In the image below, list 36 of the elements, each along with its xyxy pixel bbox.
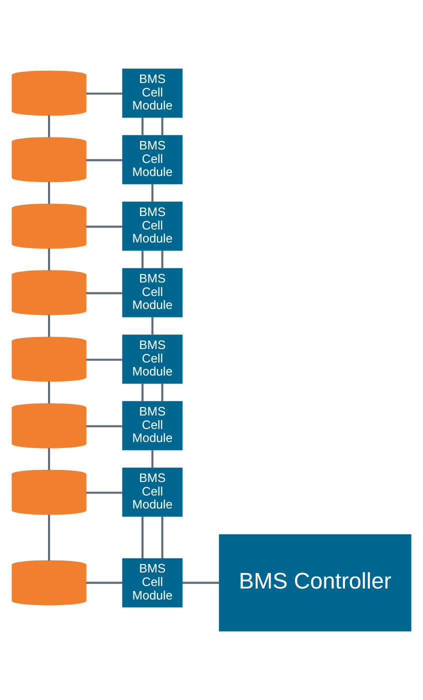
node-box: BMS Cell Module: [122, 68, 183, 118]
connector: [48, 448, 50, 470]
node-box: BMS Cell Module: [122, 401, 183, 450]
connector: [48, 314, 50, 337]
connector: [48, 248, 50, 270]
node-box: BMS Cell Module: [122, 268, 183, 318]
connector: [86, 92, 122, 95]
connector: [48, 381, 50, 404]
connector: [182, 582, 220, 584]
node-box: BMS Cell Module: [122, 202, 183, 251]
connector: [86, 159, 122, 162]
connector: [86, 582, 122, 584]
node-box: BMS Cell Module: [122, 558, 183, 608]
connector: [48, 514, 50, 561]
connector: [151, 450, 154, 468]
connector: [161, 384, 164, 402]
connector: [48, 115, 50, 138]
connector: [161, 118, 164, 136]
connector: [141, 118, 144, 136]
connector: [151, 317, 154, 335]
connector: [48, 182, 50, 204]
node-box: BMS Cell Module: [122, 135, 183, 184]
connector: [161, 516, 164, 558]
connector: [151, 184, 154, 202]
connector: [141, 250, 144, 268]
connector: [141, 516, 144, 558]
connector: [86, 492, 122, 494]
node-box: BMS Cell Module: [122, 468, 183, 517]
connector: [141, 384, 144, 402]
node-box: BMS Controller: [218, 534, 412, 632]
node-box: BMS Cell Module: [122, 334, 183, 384]
connector: [161, 250, 164, 268]
connector: [86, 358, 122, 361]
connector: [86, 292, 122, 294]
connector: [86, 226, 122, 228]
connector: [86, 425, 122, 428]
